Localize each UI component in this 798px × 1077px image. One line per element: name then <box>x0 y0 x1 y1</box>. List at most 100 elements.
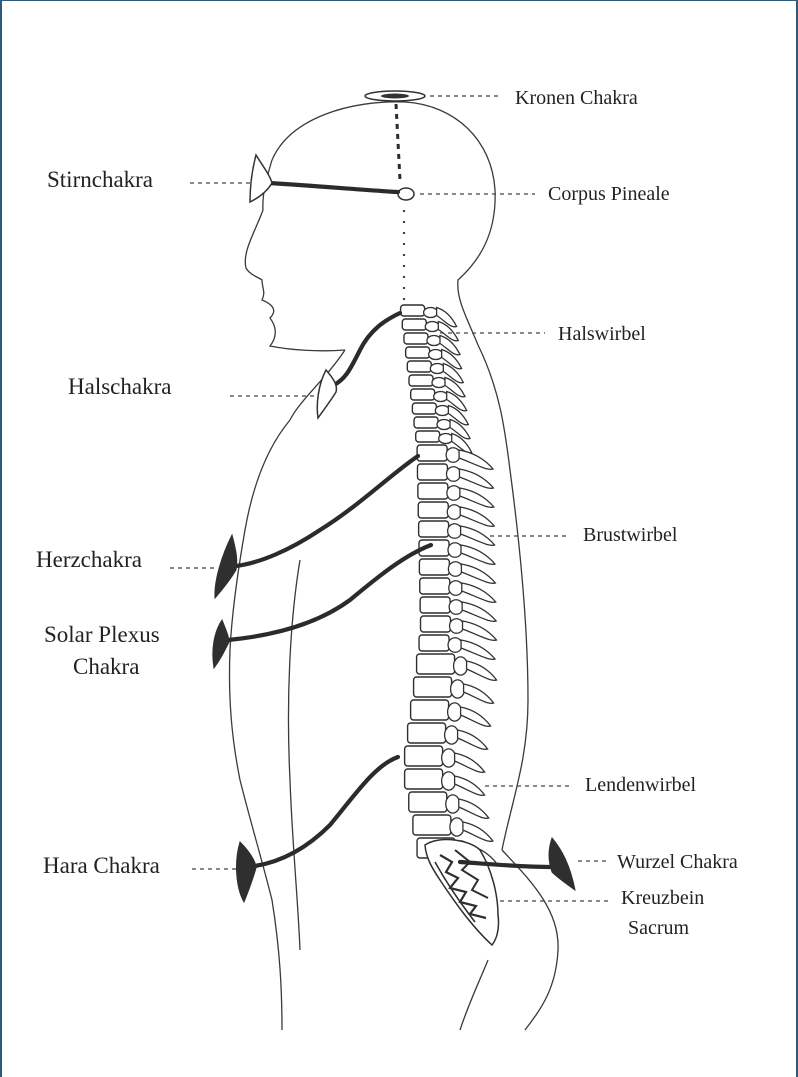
vertebra <box>411 700 449 720</box>
label-kreuzbein: Kreuzbein <box>621 887 704 909</box>
vertebra-nub <box>448 524 462 539</box>
spinous-process <box>467 661 497 680</box>
leader-lines <box>170 96 608 901</box>
crown-channel <box>396 104 400 180</box>
solar-chakra-shape <box>213 620 229 668</box>
vertebra-nub <box>448 543 462 558</box>
spinous-process <box>455 776 485 795</box>
vertebra <box>416 431 440 442</box>
vertebra <box>419 635 449 651</box>
spinous-process <box>461 707 491 726</box>
label-wurzel-chakra: Wurzel Chakra <box>617 851 738 873</box>
vertebra <box>402 319 426 330</box>
hals-nerve <box>332 313 400 386</box>
vertebra <box>414 417 438 428</box>
vertebra-nub <box>454 657 468 675</box>
label-solar-plexus: Solar Plexus <box>44 622 160 647</box>
label-hara-chakra: Hara Chakra <box>43 853 160 878</box>
head-back-outline <box>272 102 528 850</box>
label-solar-chakra: Chakra <box>73 654 139 679</box>
vertebra-nub <box>448 638 462 653</box>
spinous-process <box>461 545 495 564</box>
vertebra <box>419 521 449 537</box>
spinous-process <box>461 564 495 583</box>
vertebra <box>417 654 455 674</box>
vertebra <box>405 746 443 766</box>
vertebra <box>420 578 450 594</box>
vertebra-nub <box>434 392 448 402</box>
vertebra <box>408 723 446 743</box>
arm-outline <box>288 560 300 950</box>
spinous-process <box>459 469 493 488</box>
vertebra-nub <box>446 795 460 813</box>
label-kronen-chakra: Kronen Chakra <box>515 87 638 109</box>
spine <box>401 305 497 864</box>
label-sacrum: Sacrum <box>628 917 690 939</box>
vertebra-nub <box>446 448 460 463</box>
label-halschakra: Halschakra <box>68 374 171 399</box>
vertebra-nub <box>448 703 462 721</box>
vertebra-nub <box>442 772 456 790</box>
vertebra-nub <box>435 406 449 416</box>
vertebra-nub <box>427 336 441 346</box>
vertebra-nub <box>439 434 453 444</box>
vertebra <box>405 769 443 789</box>
vertebra-nub <box>447 486 461 501</box>
labels: Kronen Chakra Stirnchakra Corpus Pineale… <box>36 87 738 939</box>
spinous-process <box>459 450 493 469</box>
label-stirnchakra: Stirnchakra <box>47 167 153 192</box>
crown-chakra-center <box>381 94 409 99</box>
stirn-nerve <box>268 183 398 192</box>
hara-chakra-shape <box>237 842 256 902</box>
vertebra-nub <box>449 581 463 596</box>
hara-nerve <box>255 757 398 866</box>
spinous-process <box>460 507 494 526</box>
pineal-gland <box>398 188 414 200</box>
vertebra <box>409 792 447 812</box>
spinous-process <box>461 640 495 659</box>
vertebra-nub <box>450 619 464 634</box>
vertebra <box>421 616 451 632</box>
vertebra-nub <box>429 350 443 360</box>
herz-chakra-shape <box>215 535 237 598</box>
vertebra <box>412 403 436 414</box>
spinous-process <box>463 822 493 841</box>
chakras <box>213 155 575 902</box>
label-herzchakra: Herzchakra <box>36 547 142 572</box>
label-brustwirbel: Brustwirbel <box>583 524 678 546</box>
herz-nerve <box>236 456 418 566</box>
vertebra <box>418 483 448 499</box>
vertebra-nub <box>450 818 464 836</box>
vertebra-nub <box>446 467 460 482</box>
vertebra-nub <box>448 562 462 577</box>
back-leg-outline <box>460 960 488 1030</box>
label-corpus-pineale: Corpus Pineale <box>548 183 670 205</box>
spinous-process <box>455 753 485 772</box>
vertebra-nub <box>449 600 463 615</box>
spinous-process <box>463 621 497 640</box>
spinous-process <box>462 583 496 602</box>
vertebra <box>418 502 448 518</box>
label-halswirbel: Halswirbel <box>558 323 646 345</box>
front-torso-outline <box>229 420 290 1030</box>
vertebra-nub <box>442 749 456 767</box>
spinous-process <box>458 730 488 749</box>
spinous-process <box>459 799 489 818</box>
vertebra-nub <box>424 308 438 318</box>
spinous-process <box>462 602 496 621</box>
vertebra <box>420 597 450 613</box>
vertebra-nub <box>437 420 451 430</box>
vertebra-nub <box>430 364 444 374</box>
vertebra <box>404 333 428 344</box>
vertebra-nub <box>447 505 461 520</box>
vertebra <box>406 347 430 358</box>
nerve-channels <box>228 183 553 867</box>
vertebra <box>414 677 452 697</box>
vertebra-nub <box>425 322 439 332</box>
spinous-process <box>460 488 494 507</box>
vertebra <box>417 445 447 461</box>
vertebra-nub <box>451 680 465 698</box>
vertebra <box>409 375 433 386</box>
vertebra <box>407 361 431 372</box>
